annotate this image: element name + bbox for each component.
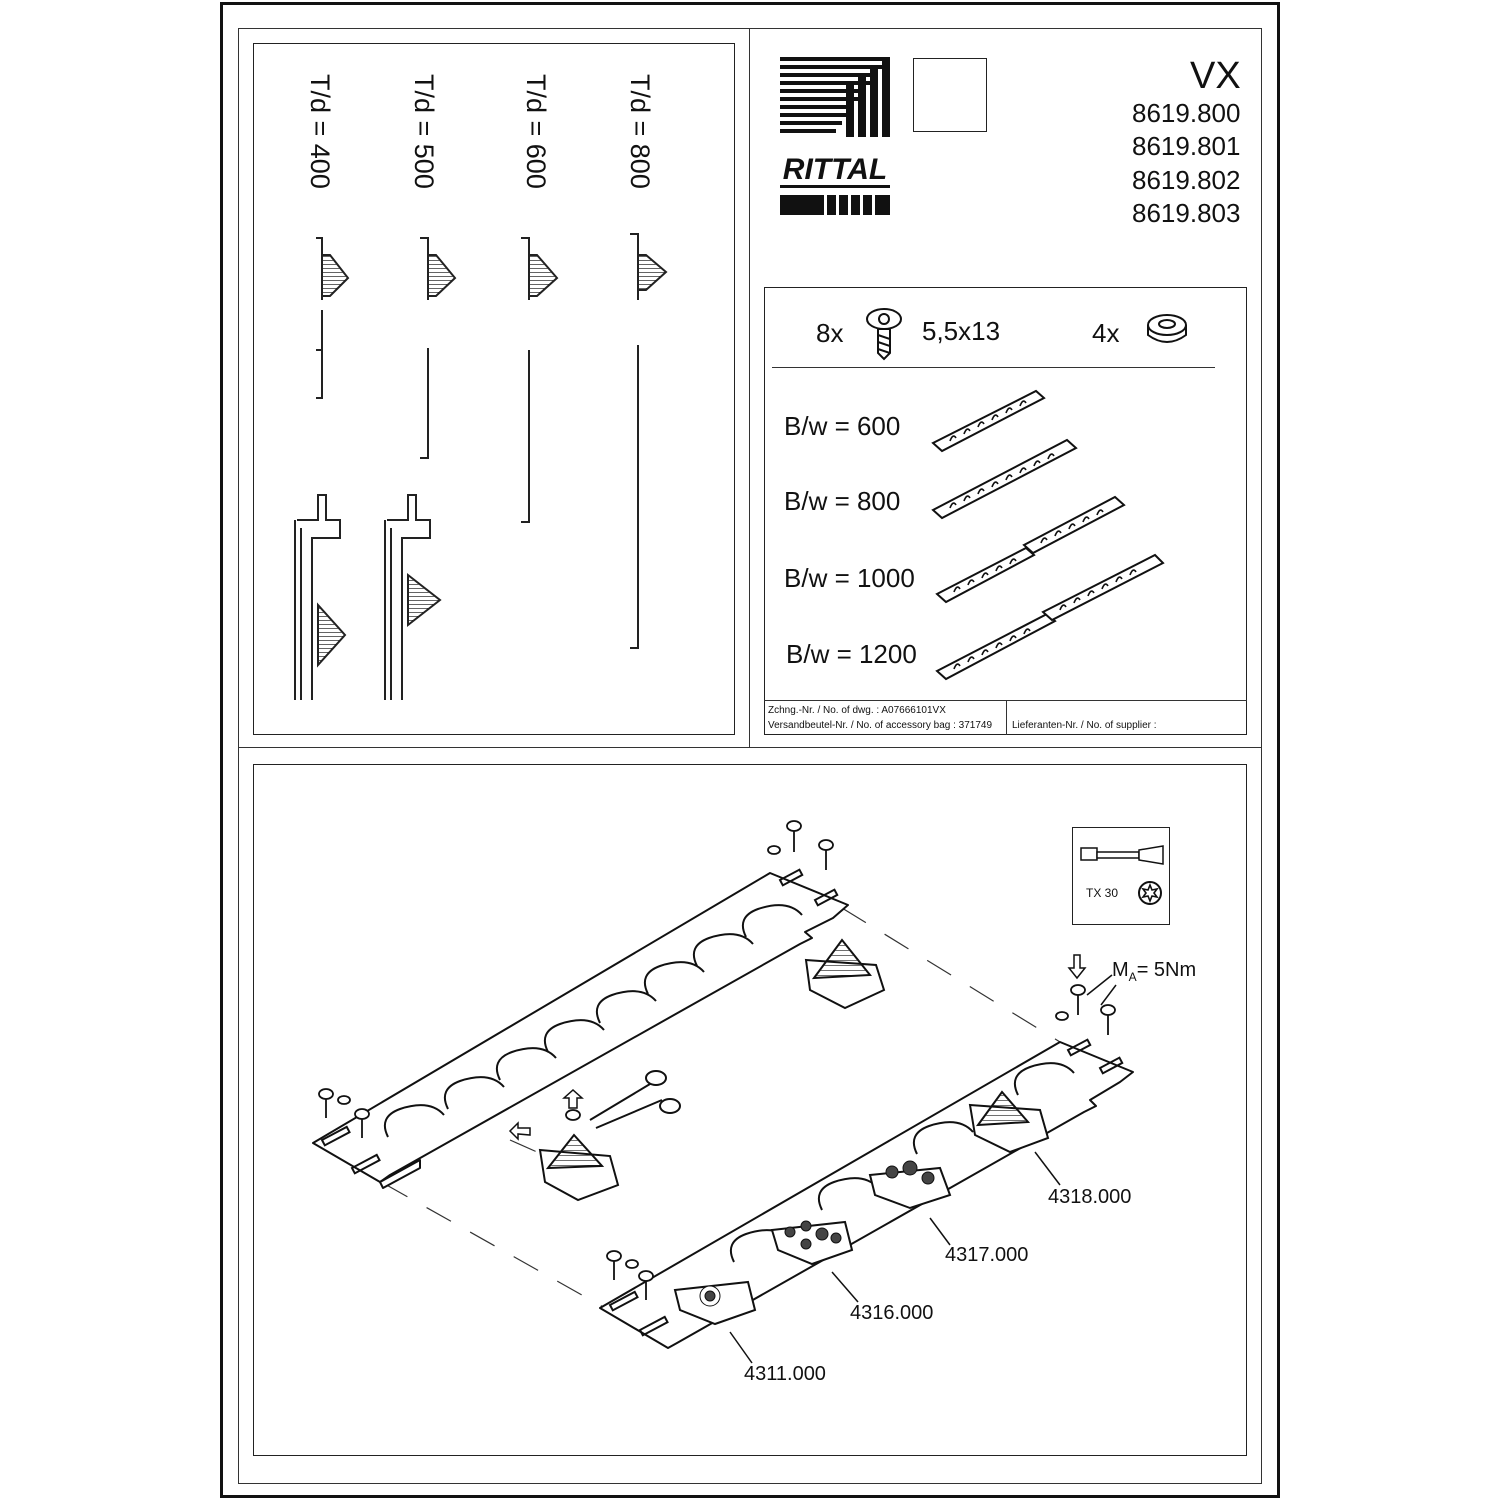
width-label-600: B/w = 600 [784,411,901,441]
drawing-number: Zchng.-Nr. / No. of dwg. : A07666101VX [768,705,946,716]
screw-quantity: 8x [816,318,844,348]
depth-panel [253,43,735,735]
contents-panel [764,287,1247,735]
part-label-4316: 4316.000 [850,1302,934,1324]
torx-star-icon [1138,881,1162,905]
torque-subscript: A [1128,970,1137,984]
part-number-4: 8619.803 [1132,198,1241,228]
part-label-4318: 4318.000 [1048,1186,1132,1208]
blank-stamp-box [913,58,987,132]
part-label-4317: 4317.000 [945,1244,1029,1266]
inner-frame [238,28,1262,1484]
torque-label: MA= 5Nm [1112,960,1196,983]
torque-value: = 5Nm [1136,959,1197,981]
part-number-1: 8619.800 [1132,98,1241,128]
wrench-icon [1080,845,1164,865]
footer-col-divider [1006,700,1007,735]
torx-screw-icon [866,308,902,361]
sheet-border [220,2,1280,1498]
accessory-bag-number: Versandbeutel-Nr. / No. of accessory bag… [768,720,993,731]
rittal-logo: RITTAL [780,57,890,215]
part-number-3: 8619.802 [1132,165,1241,195]
tool-box [1072,827,1170,925]
vertical-divider [749,28,750,748]
series-label: VX [1190,55,1241,97]
grommet-quantity: 4x [1092,318,1120,348]
width-label-1200: B/w = 1200 [786,639,917,669]
brand-text: RITTAL [783,153,887,186]
assembly-panel [253,764,1247,1456]
contents-divider [772,367,1215,368]
supplier-number: Lieferanten-Nr. / No. of supplier : [1012,720,1157,731]
part-label-4311: 4311.000 [744,1363,826,1385]
grommet-icon [1147,314,1187,343]
part-number-2: 8619.801 [1132,131,1241,161]
footer-top-line [764,700,1247,701]
tool-label: TX 30 [1086,886,1119,900]
torque-prefix: M [1112,959,1129,981]
horizontal-divider [238,747,1262,748]
screw-size: 5,5x13 [922,316,1001,346]
width-label-1000: B/w = 1000 [784,563,915,593]
width-label-800: B/w = 800 [784,486,901,516]
